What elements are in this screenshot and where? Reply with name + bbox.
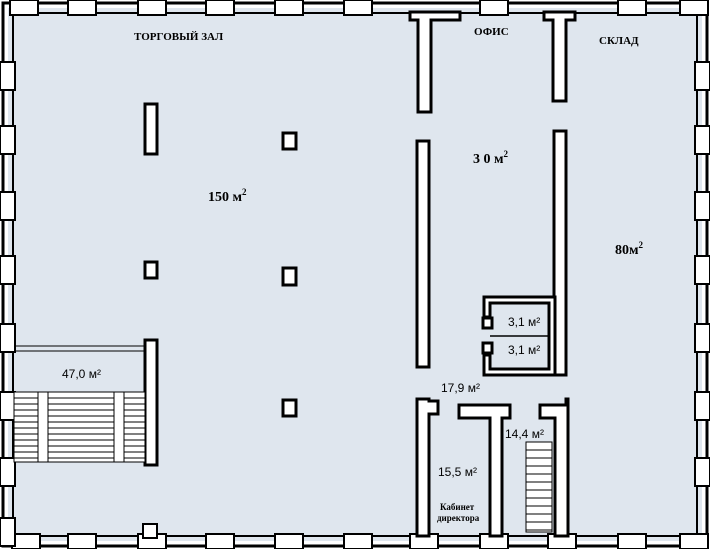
window: [617, 533, 647, 549]
right-staircase: [525, 441, 553, 533]
column: [281, 398, 298, 418]
wall-office-right-top: [542, 10, 577, 103]
window: [137, 0, 167, 16]
window: [9, 0, 39, 16]
director-room-area: 15,5 м²: [438, 465, 477, 479]
wall-director-left: [415, 397, 440, 538]
window: [0, 457, 16, 487]
window: [694, 391, 710, 421]
left-staircase: [13, 345, 146, 463]
column: [281, 131, 298, 151]
wall-office-left: [415, 139, 431, 369]
column: [143, 102, 159, 156]
window: [0, 191, 16, 221]
interior-walls: [143, 10, 577, 538]
warehouse-area: 80м2: [615, 240, 644, 258]
window: [679, 533, 709, 549]
wc-lower-area: 3,1 м²: [508, 343, 540, 357]
window: [343, 533, 373, 549]
column: [281, 266, 298, 287]
window: [205, 533, 235, 549]
wc-stub-top: [481, 316, 494, 330]
corridor-area: 17,9 м²: [441, 381, 480, 395]
window: [11, 533, 41, 549]
director-room-name-line1: Кабинет: [440, 502, 475, 512]
window: [679, 0, 709, 16]
warehouse-name: СКЛАД: [599, 35, 639, 47]
window: [274, 533, 304, 549]
window: [0, 391, 16, 421]
wall-stair-hall: [143, 338, 159, 467]
window: [67, 533, 97, 549]
office-name: ОФИС: [474, 26, 509, 38]
stair-right-area: 14,4 м²: [505, 427, 544, 441]
wall-office-left-top: [408, 10, 462, 114]
window: [274, 0, 304, 16]
window: [694, 125, 710, 155]
wc-upper-area: 3,1 м²: [508, 315, 540, 329]
window: [0, 61, 16, 91]
window: [67, 0, 97, 16]
window: [694, 457, 710, 487]
window: [0, 255, 16, 285]
director-room-name-line2: директора: [437, 513, 480, 523]
window: [205, 0, 235, 16]
office-area: 3 0 м2: [473, 149, 509, 167]
window: [617, 0, 647, 16]
wc-stub-bottom: [481, 341, 494, 355]
entrance-pilaster: [142, 523, 158, 539]
window: [0, 517, 16, 547]
window: [0, 323, 16, 353]
wall-director-right: [457, 403, 512, 538]
window: [694, 255, 710, 285]
window: [694, 191, 710, 221]
window: [479, 0, 509, 16]
column: [143, 260, 159, 280]
window: [694, 61, 710, 91]
sales-hall-area: 150 м2: [208, 187, 247, 205]
wall-office-right: [552, 129, 568, 377]
sales-hall-name: ТОРГОВЫЙ ЗАЛ: [134, 31, 224, 43]
window: [0, 125, 16, 155]
window: [343, 0, 373, 16]
window: [694, 323, 710, 353]
wall-stair-right: [538, 397, 570, 538]
stair-hall-area: 47,0 м²: [62, 367, 101, 381]
